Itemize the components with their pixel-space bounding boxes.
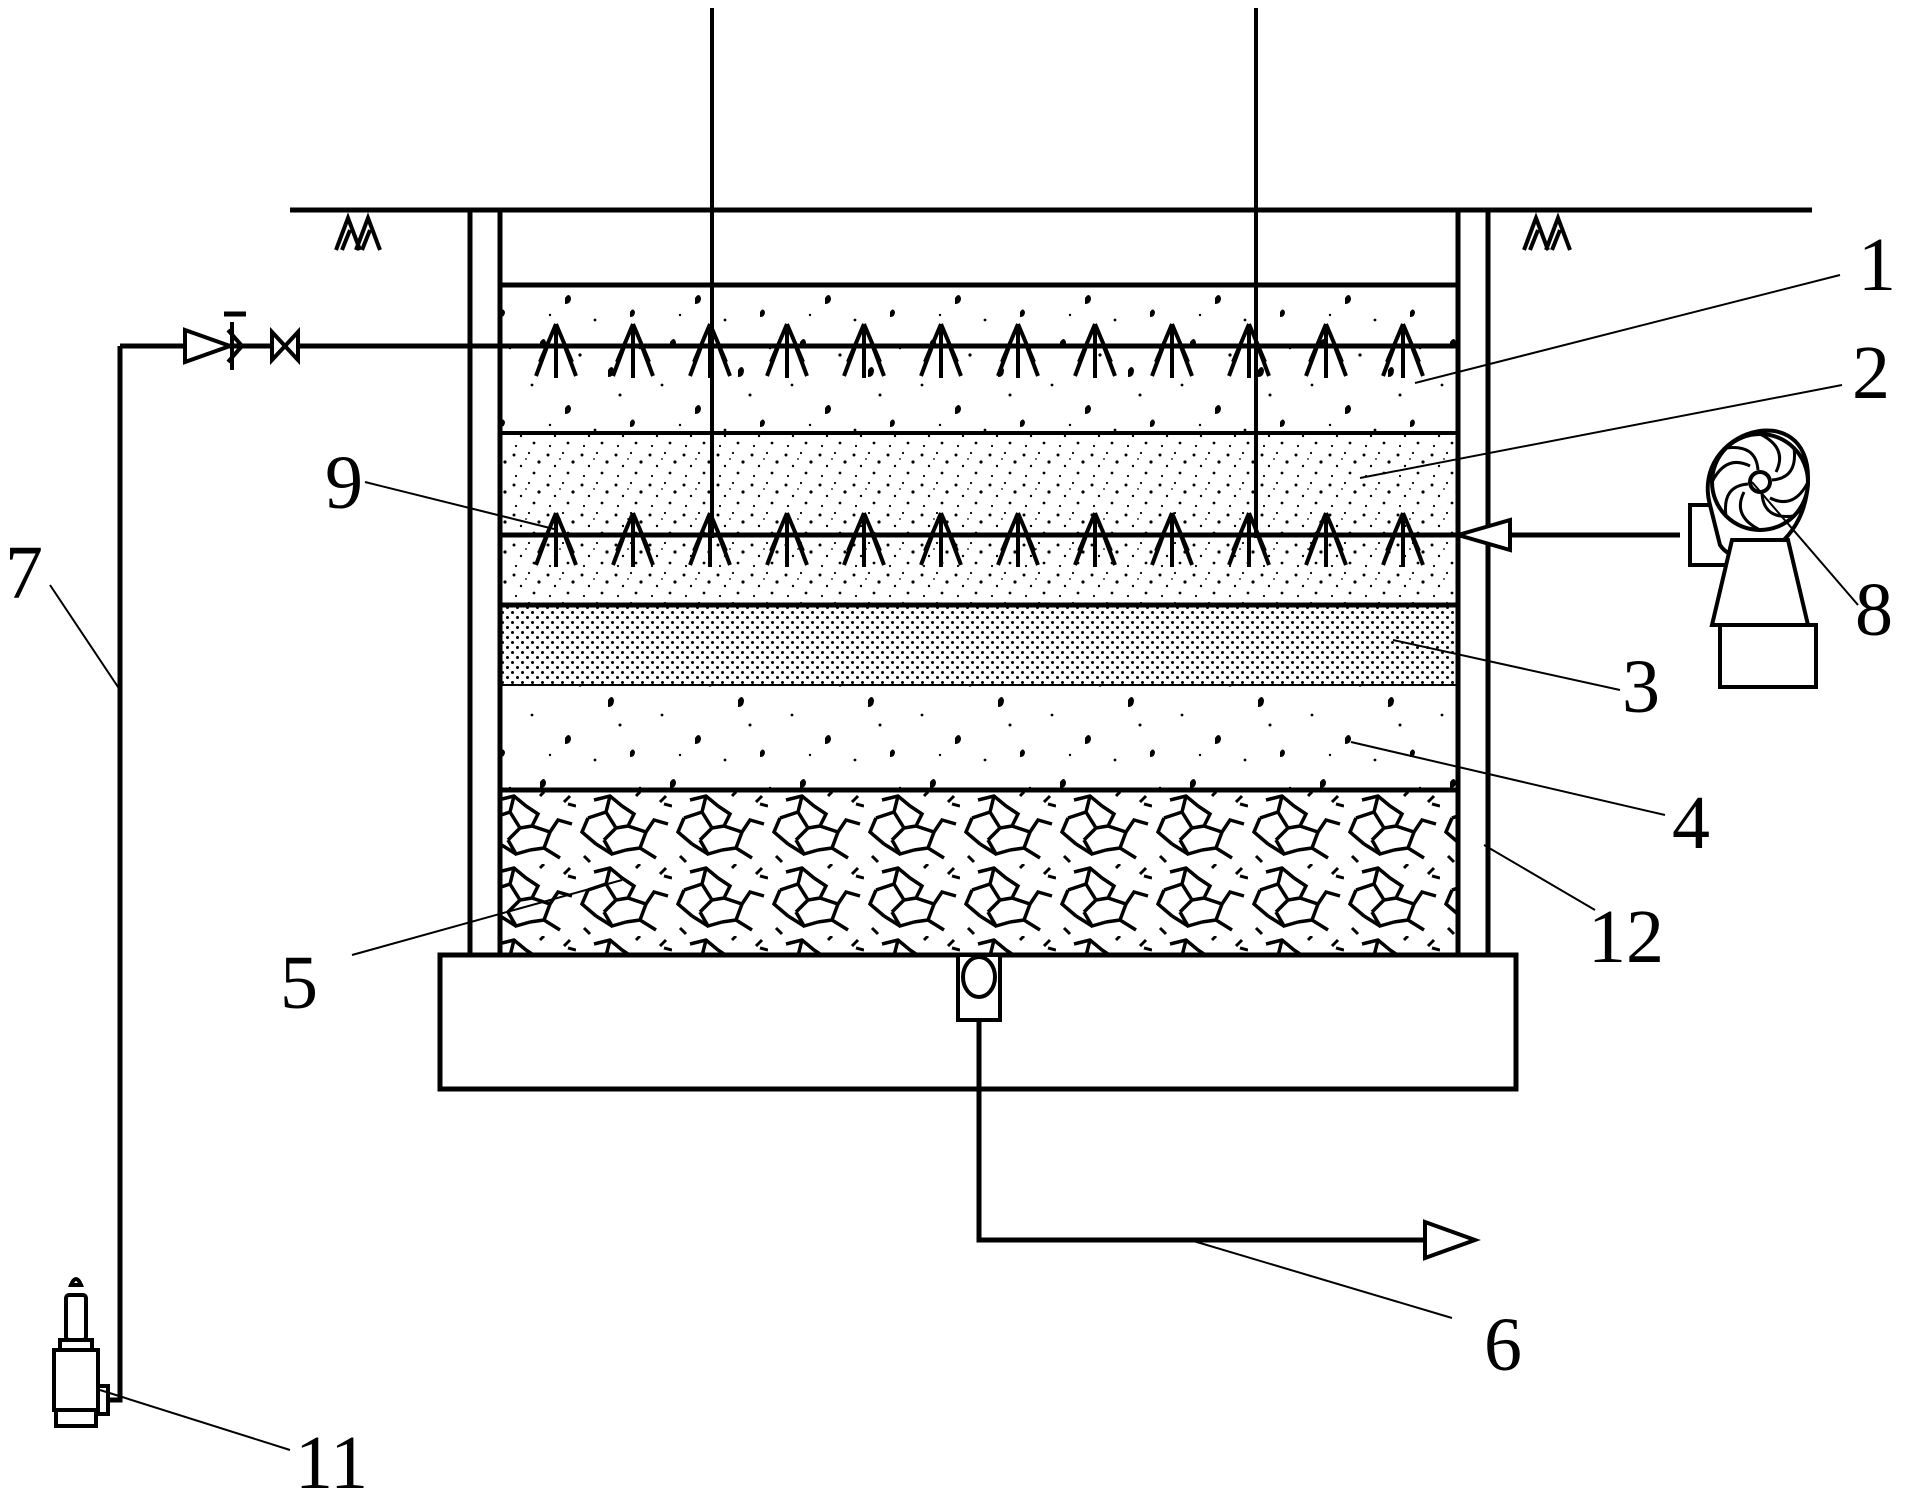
layer-4-fill: [500, 685, 1458, 790]
aeration-nozzle-icon: [1304, 512, 1348, 567]
check-valve-icon: [183, 311, 246, 370]
aeration-nozzle-icon: [996, 512, 1040, 567]
label-layer-3: 3: [1622, 645, 1660, 729]
aeration-nozzle-icon: [1227, 512, 1271, 567]
label-outlet-pipe: 6: [1484, 1303, 1522, 1387]
aeration-nozzle-icon: [1073, 512, 1117, 567]
label-pump: 11: [295, 1421, 368, 1496]
aeration-nozzle-row: [534, 512, 1425, 567]
submersible-pump-icon: [52, 1277, 110, 1428]
spray-nozzle-icon: [1227, 323, 1271, 378]
blower-icon: [1688, 428, 1818, 689]
leader-lines: [49, 274, 1859, 1451]
label-layer-5: 5: [280, 941, 318, 1025]
spray-nozzle-icon: [1381, 323, 1425, 378]
tank-wall: [467, 207, 1491, 958]
aeration-nozzle-icon: [1150, 512, 1194, 567]
spray-nozzle-icon: [688, 323, 732, 378]
grass-tuft-icon: [334, 212, 1572, 251]
spray-nozzle-icon: [1304, 323, 1348, 378]
spray-nozzle-icon: [996, 323, 1040, 378]
layer-2-fill: [500, 433, 1458, 605]
outlet-fitting: [956, 953, 1002, 1022]
label-inlet-pipe: 7: [5, 531, 43, 615]
label-wall: 12: [1588, 895, 1664, 979]
layer-boundaries: [500, 282, 1458, 793]
label-aeration-pipe: 9: [325, 441, 363, 525]
spray-nozzle-icon: [919, 323, 963, 378]
label-blower: 8: [1855, 568, 1893, 652]
spray-nozzle-icon: [842, 323, 886, 378]
spray-nozzle-icon: [1150, 323, 1194, 378]
layer-3-fill: [500, 605, 1458, 685]
aeration-nozzle-icon: [842, 512, 886, 567]
aeration-nozzle-icon: [534, 512, 578, 567]
gate-valve-icon: [270, 326, 300, 366]
spray-nozzle-icon: [1073, 323, 1117, 378]
outlet-pipe: [976, 1020, 1430, 1243]
spray-nozzle-icon: [611, 323, 655, 378]
aeration-nozzle-icon: [1381, 512, 1425, 567]
flow-arrow-icon: [1450, 517, 1512, 553]
flow-arrow-icon: [1423, 1219, 1481, 1261]
spray-nozzle-icon: [765, 323, 809, 378]
label-layer-1: 1: [1858, 223, 1896, 307]
label-layer-2: 2: [1852, 331, 1890, 415]
top-nozzle-row: [534, 323, 1425, 378]
aeration-nozzle-icon: [765, 512, 809, 567]
aeration-nozzle-icon: [688, 512, 732, 567]
label-layer-4: 4: [1672, 781, 1710, 865]
spray-nozzle-icon: [534, 323, 578, 378]
layer-5-fill: [500, 790, 1458, 955]
layer-1-fill: [500, 285, 1458, 433]
aeration-nozzle-icon: [919, 512, 963, 567]
inlet-pipe: [100, 346, 123, 1403]
aeration-nozzle-icon: [611, 512, 655, 567]
